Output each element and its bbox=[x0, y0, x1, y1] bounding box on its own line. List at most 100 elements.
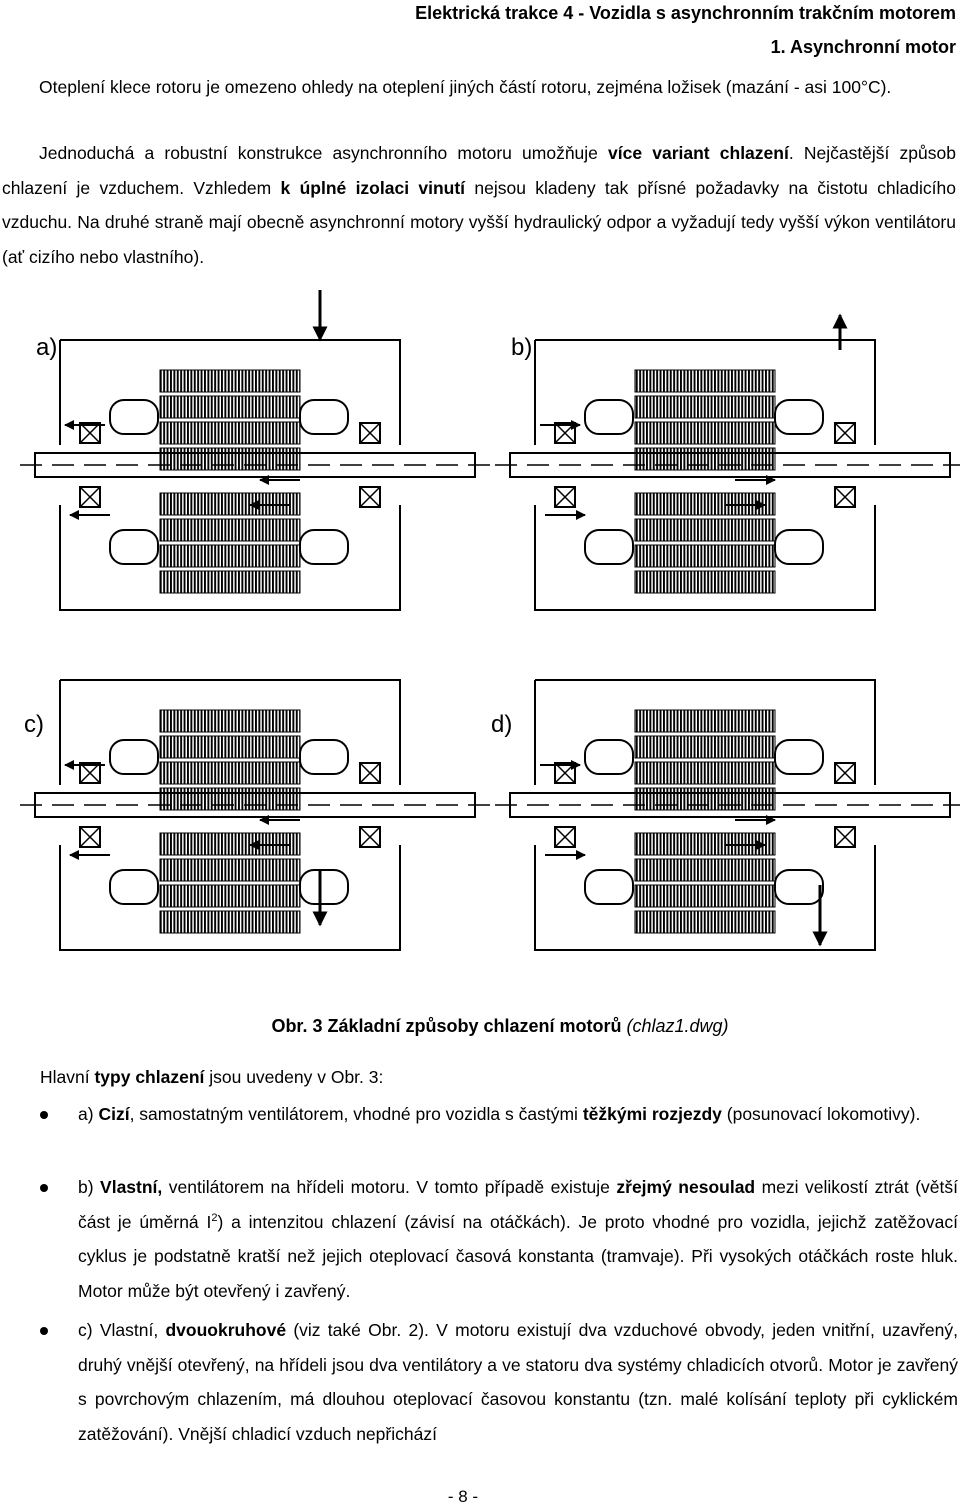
bearing bbox=[79, 422, 101, 444]
stator-core-bottom bbox=[634, 910, 776, 934]
end-winding bbox=[109, 529, 159, 565]
figure-label-c: c) bbox=[24, 711, 44, 738]
bearing bbox=[79, 762, 101, 784]
cooling-methods-figure: a) b) c) d) bbox=[20, 290, 960, 951]
bearing bbox=[834, 422, 856, 444]
rotor-core-top bbox=[159, 421, 301, 445]
bearing bbox=[834, 422, 856, 444]
end-winding bbox=[774, 869, 824, 905]
bullet-icon bbox=[40, 1327, 48, 1335]
rotor-core-bottom bbox=[159, 858, 301, 882]
rotor-core-bottom bbox=[634, 518, 776, 542]
housing-outline bbox=[59, 679, 401, 951]
rotor-core-top bbox=[159, 761, 301, 785]
list-item-self-cooling: b) Vlastní, ventilátorem na hřídeli moto… bbox=[78, 1177, 958, 1301]
figure-label-a: a) bbox=[36, 334, 57, 361]
rotor-core-bottom bbox=[634, 858, 776, 882]
bullet-icon bbox=[40, 1111, 48, 1119]
stator-core-top bbox=[634, 709, 776, 733]
rotor-core-top bbox=[159, 447, 301, 471]
bearing bbox=[834, 486, 856, 508]
paragraph-cooling-variants: Jednoduchá a robustní konstrukce asynchr… bbox=[2, 143, 956, 267]
bearing bbox=[79, 486, 101, 508]
bearing bbox=[554, 486, 576, 508]
bullet-icon bbox=[40, 1184, 48, 1192]
bearing bbox=[359, 486, 381, 508]
rotor-core-top bbox=[634, 787, 776, 811]
bearing bbox=[79, 826, 101, 848]
section-heading: 1. Asynchronní motor bbox=[770, 37, 956, 57]
paragraph-rotor-heating: Oteplení klece rotoru je omezeno ohledy … bbox=[39, 77, 892, 97]
bearing bbox=[554, 826, 576, 848]
bearing bbox=[79, 486, 101, 508]
bearing bbox=[834, 762, 856, 784]
figure-caption: Obr. 3 Základní způsoby chlazení motorů … bbox=[271, 1016, 729, 1036]
stator-core-bottom bbox=[634, 884, 776, 908]
document-header-title: Elektrická trakce 4 - Vozidla s asynchro… bbox=[415, 3, 956, 23]
stator-core-top bbox=[634, 735, 776, 759]
cooling-types-intro: Hlavní typy chlazení jsou uvedeny v Obr.… bbox=[40, 1067, 384, 1087]
rotor-core-top bbox=[634, 447, 776, 471]
housing-outline bbox=[534, 339, 876, 611]
rotor-core-bottom bbox=[159, 832, 301, 856]
end-winding bbox=[299, 869, 349, 905]
stator-core-bottom bbox=[159, 570, 301, 594]
bearing bbox=[359, 762, 381, 784]
end-winding bbox=[774, 399, 824, 435]
bearing bbox=[554, 422, 576, 444]
housing-outline bbox=[534, 679, 876, 951]
rotor-core-bottom bbox=[159, 518, 301, 542]
stator-core-bottom bbox=[159, 910, 301, 934]
stator-core-top bbox=[159, 709, 301, 733]
bearing bbox=[79, 826, 101, 848]
end-winding bbox=[584, 739, 634, 775]
rotor-core-top bbox=[634, 761, 776, 785]
bearing bbox=[359, 762, 381, 784]
bearing bbox=[834, 826, 856, 848]
bearing bbox=[359, 486, 381, 508]
stator-core-top bbox=[159, 369, 301, 393]
bearing bbox=[359, 422, 381, 444]
bearing bbox=[554, 486, 576, 508]
end-winding bbox=[774, 529, 824, 565]
bearing bbox=[79, 422, 101, 444]
end-winding bbox=[299, 739, 349, 775]
bearing bbox=[359, 826, 381, 848]
housing-outline bbox=[59, 339, 401, 611]
list-item-forced-cooling: a) Cizí, samostatným ventilátorem, vhodn… bbox=[78, 1104, 921, 1124]
stator-core-bottom bbox=[159, 884, 301, 908]
figure-label-d: d) bbox=[491, 711, 512, 738]
bearing bbox=[834, 486, 856, 508]
figure-label-b: b) bbox=[511, 334, 532, 361]
rotor-core-bottom bbox=[634, 832, 776, 856]
bearing bbox=[834, 762, 856, 784]
end-winding bbox=[584, 529, 634, 565]
stator-core-top bbox=[634, 369, 776, 393]
end-winding bbox=[584, 399, 634, 435]
stator-core-bottom bbox=[634, 544, 776, 568]
end-winding bbox=[109, 869, 159, 905]
end-winding bbox=[299, 399, 349, 435]
bearing bbox=[79, 762, 101, 784]
bearing bbox=[834, 826, 856, 848]
end-winding bbox=[109, 739, 159, 775]
stator-core-top bbox=[159, 395, 301, 419]
stator-core-top bbox=[634, 395, 776, 419]
rotor-core-top bbox=[634, 421, 776, 445]
rotor-core-top bbox=[159, 787, 301, 811]
bearing bbox=[554, 826, 576, 848]
stator-core-bottom bbox=[634, 570, 776, 594]
end-winding bbox=[584, 869, 634, 905]
page-number: - 8 - bbox=[447, 1487, 479, 1506]
bearing bbox=[554, 762, 576, 784]
stator-core-top bbox=[159, 735, 301, 759]
end-winding bbox=[774, 739, 824, 775]
bearing bbox=[359, 826, 381, 848]
list-item-dual-circuit-cooling: c) Vlastní, dvouokruhové (viz také Obr. … bbox=[78, 1320, 958, 1444]
rotor-core-bottom bbox=[159, 492, 301, 516]
bearing bbox=[359, 422, 381, 444]
stator-core-bottom bbox=[159, 544, 301, 568]
rotor-core-bottom bbox=[634, 492, 776, 516]
end-winding bbox=[299, 529, 349, 565]
end-winding bbox=[109, 399, 159, 435]
